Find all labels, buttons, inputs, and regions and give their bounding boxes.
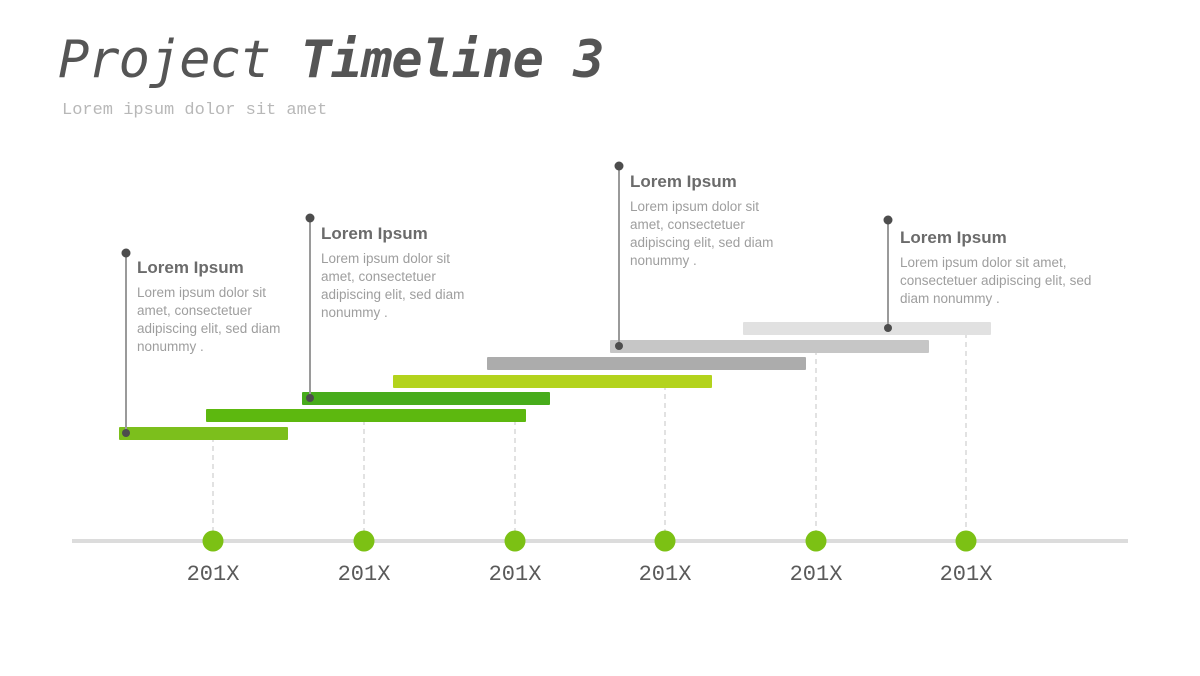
callout-bottom-dot-2 xyxy=(306,394,314,402)
timeline-bar-6 xyxy=(610,340,929,353)
milestone-dot-4 xyxy=(654,530,676,552)
callout-top-dot-3 xyxy=(614,161,624,171)
page-subtitle: Lorem ipsum dolor sit amet xyxy=(62,101,328,120)
milestone-dot-1 xyxy=(202,530,224,552)
note-body: Lorem ipsum dolor sit amet, consectetuer… xyxy=(630,199,774,268)
milestone-label-3: 201X xyxy=(488,562,542,587)
callout-top-dot-1 xyxy=(121,248,131,258)
timeline-bar-4 xyxy=(393,375,712,388)
milestone-dot-5 xyxy=(805,530,827,552)
note-title: Lorem Ipsum xyxy=(630,172,737,191)
callout-note-2: Lorem Ipsum Lorem ipsum dolor sit amet, … xyxy=(321,224,481,322)
note-body: Lorem ipsum dolor sit amet, consectetuer… xyxy=(900,255,1092,306)
milestone-dot-6 xyxy=(955,530,977,552)
note-title: Lorem Ipsum xyxy=(900,228,1007,247)
timeline-bar-5 xyxy=(487,357,806,370)
milestone-dot-3 xyxy=(504,530,526,552)
note-title: Lorem Ipsum xyxy=(321,224,428,243)
milestone-label-4: 201X xyxy=(638,562,692,587)
callout-bottom-dot-3 xyxy=(615,342,623,350)
timeline-bar-1 xyxy=(119,427,288,440)
timeline-bar-2 xyxy=(206,409,526,422)
note-title: Lorem Ipsum xyxy=(137,258,244,277)
timeline-bar-7 xyxy=(743,322,991,335)
note-body: Lorem ipsum dolor sit amet, consectetuer… xyxy=(321,251,465,320)
callout-note-3: Lorem Ipsum Lorem ipsum dolor sit amet, … xyxy=(630,172,790,270)
callout-note-4: Lorem Ipsum Lorem ipsum dolor sit amet, … xyxy=(900,228,1110,308)
note-body: Lorem ipsum dolor sit amet, consectetuer… xyxy=(137,285,281,354)
callout-bottom-dot-1 xyxy=(122,429,130,437)
timeline-bar-3 xyxy=(302,392,550,405)
title-regular: Project xyxy=(58,30,271,90)
milestone-label-6: 201X xyxy=(939,562,993,587)
milestone-label-1: 201X xyxy=(186,562,240,587)
callout-note-1: Lorem Ipsum Lorem ipsum dolor sit amet, … xyxy=(137,258,297,356)
page-title: Project Timeline 3 xyxy=(58,30,605,90)
title-bold: Timeline 3 xyxy=(300,30,604,90)
milestone-label-5: 201X xyxy=(789,562,843,587)
callout-top-dot-2 xyxy=(305,213,315,223)
callout-top-dot-4 xyxy=(883,215,893,225)
milestone-dot-2 xyxy=(353,530,375,552)
callout-bottom-dot-4 xyxy=(884,324,892,332)
milestone-label-2: 201X xyxy=(337,562,391,587)
